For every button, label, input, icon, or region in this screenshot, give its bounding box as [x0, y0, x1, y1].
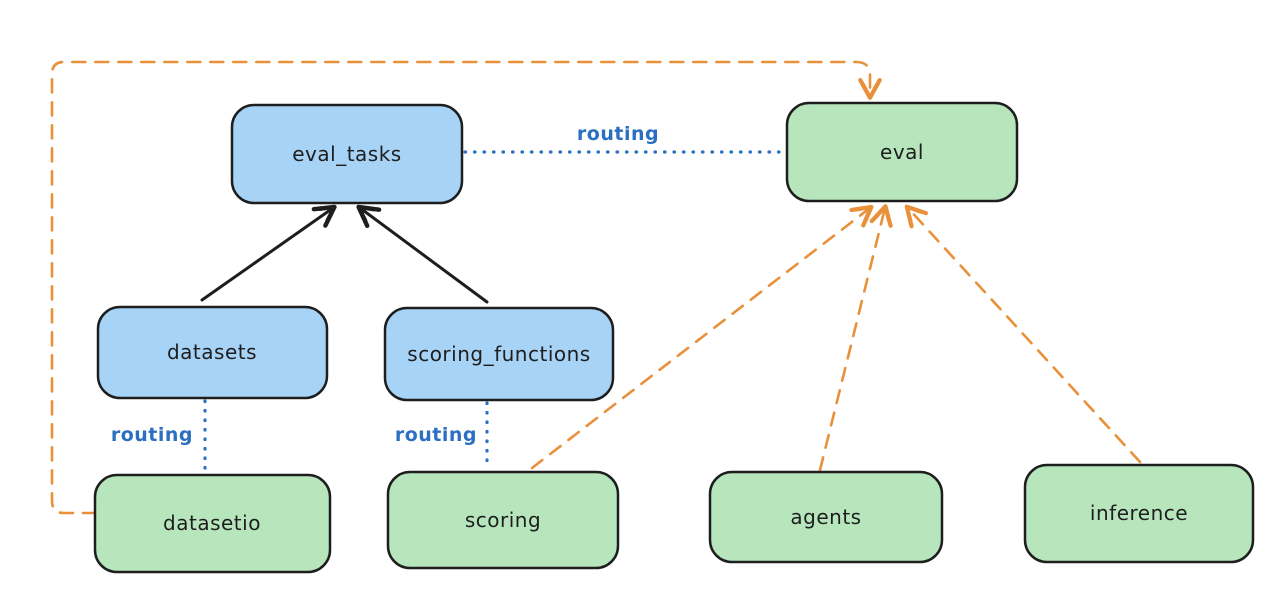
edge-inference-to-eval — [904, 204, 1142, 464]
node-datasets-box — [96, 305, 329, 400]
node-eval-tasks: eval_tasks — [230, 103, 464, 205]
node-scoring-label: scoring — [465, 508, 541, 532]
node-inference-label: inference — [1090, 501, 1188, 525]
node-inference-box — [1023, 463, 1255, 564]
node-datasetio: datasetio — [93, 473, 332, 574]
node-scoring-functions-box — [383, 306, 615, 402]
node-agents-box — [708, 470, 944, 564]
node-datasetio-label: datasetio — [163, 511, 261, 535]
edge-datasetio-to-eval — [50, 60, 882, 515]
edge-datasets-to-eval-tasks — [200, 204, 337, 302]
node-eval-box — [785, 101, 1019, 203]
node-agents: agents — [708, 470, 944, 564]
node-agents-label: agents — [790, 505, 861, 529]
routing-label-datasets-datasetio: routing — [111, 424, 193, 446]
routing-label-eval-tasks-eval: routing — [577, 123, 659, 145]
node-datasets-label: datasets — [167, 340, 257, 364]
node-eval-tasks-label: eval_tasks — [292, 142, 401, 166]
edge-scoring-functions-to-eval-tasks — [356, 204, 489, 304]
node-scoring: scoring — [386, 470, 620, 570]
node-scoring-functions-label: scoring_functions — [407, 342, 590, 366]
node-datasetio-box — [93, 473, 332, 574]
node-inference: inference — [1023, 463, 1255, 564]
node-scoring-box — [386, 470, 620, 570]
node-eval: eval — [785, 101, 1019, 203]
node-datasets: datasets — [96, 305, 329, 400]
edge-agents-to-eval — [818, 204, 893, 472]
node-eval-label: eval — [880, 140, 924, 164]
node-scoring-functions: scoring_functions — [383, 306, 615, 402]
edge-scoring-to-eval — [530, 204, 874, 470]
node-eval-tasks-box — [230, 103, 464, 205]
routing-label-scoring-functions-scoring: routing — [395, 424, 477, 446]
